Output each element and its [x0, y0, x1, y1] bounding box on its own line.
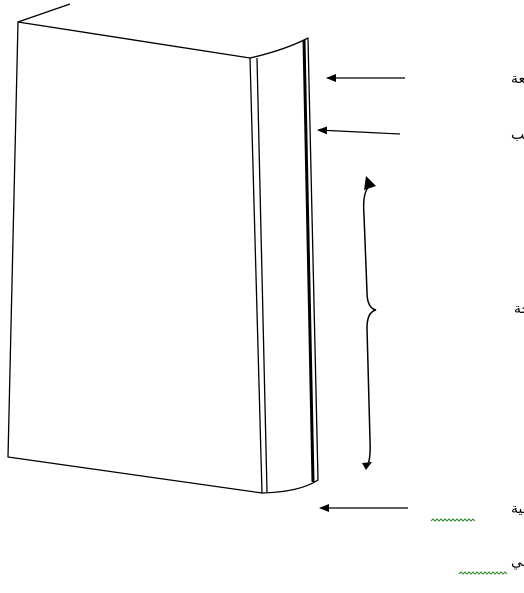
arrow-student-name [317, 126, 401, 135]
source-caption: المصدر: إعداد شخصي [511, 553, 524, 570]
label-student-name: اسم ولقب الطالب [511, 126, 524, 143]
brace-bottom-arrow-icon [362, 462, 372, 470]
spellcheck-underline-academic-year [430, 518, 476, 522]
brace-top-arrow-icon [364, 176, 376, 190]
label-academic-year: السنة الجامعية [511, 500, 524, 516]
label-university-logo: شعار الجامعة [511, 70, 524, 87]
brace-curve [362, 184, 377, 469]
book-front-cover [7, 21, 263, 494]
spellcheck-underline-source [458, 571, 508, 575]
label-thesis-title: عنوان الأطروحة [514, 299, 524, 317]
book-spine-back-edge [302, 39, 315, 483]
thesis-title-brace [362, 176, 377, 470]
book-top-edge [17, 3, 71, 23]
book-spine-inner-line [256, 57, 268, 493]
book-drawing [7, 3, 319, 494]
book-spine-outline [249, 37, 319, 494]
